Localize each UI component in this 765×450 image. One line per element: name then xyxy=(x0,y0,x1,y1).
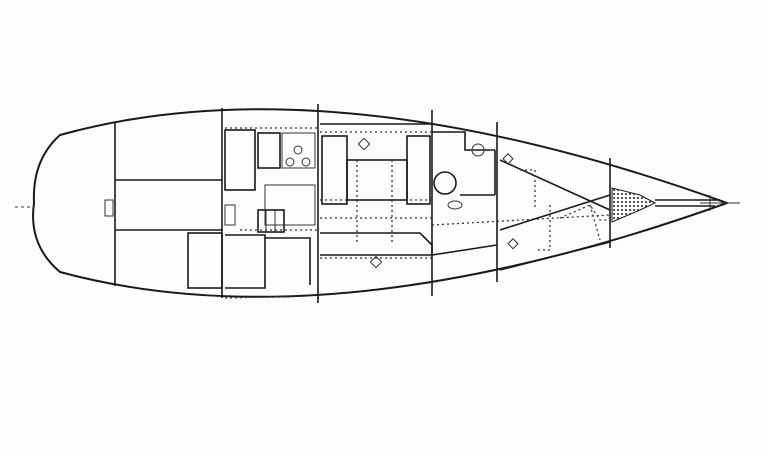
cockpit-lockers xyxy=(104,179,223,289)
saloon xyxy=(320,123,433,269)
chain-locker xyxy=(611,187,720,223)
forward-vberth xyxy=(499,153,611,271)
tiller-icon xyxy=(104,199,114,217)
bulkheads xyxy=(114,104,611,303)
head-compartment xyxy=(431,131,611,256)
hull-outline xyxy=(15,108,740,298)
aft-cabin-galley xyxy=(224,127,318,299)
saloon-table xyxy=(346,159,408,201)
